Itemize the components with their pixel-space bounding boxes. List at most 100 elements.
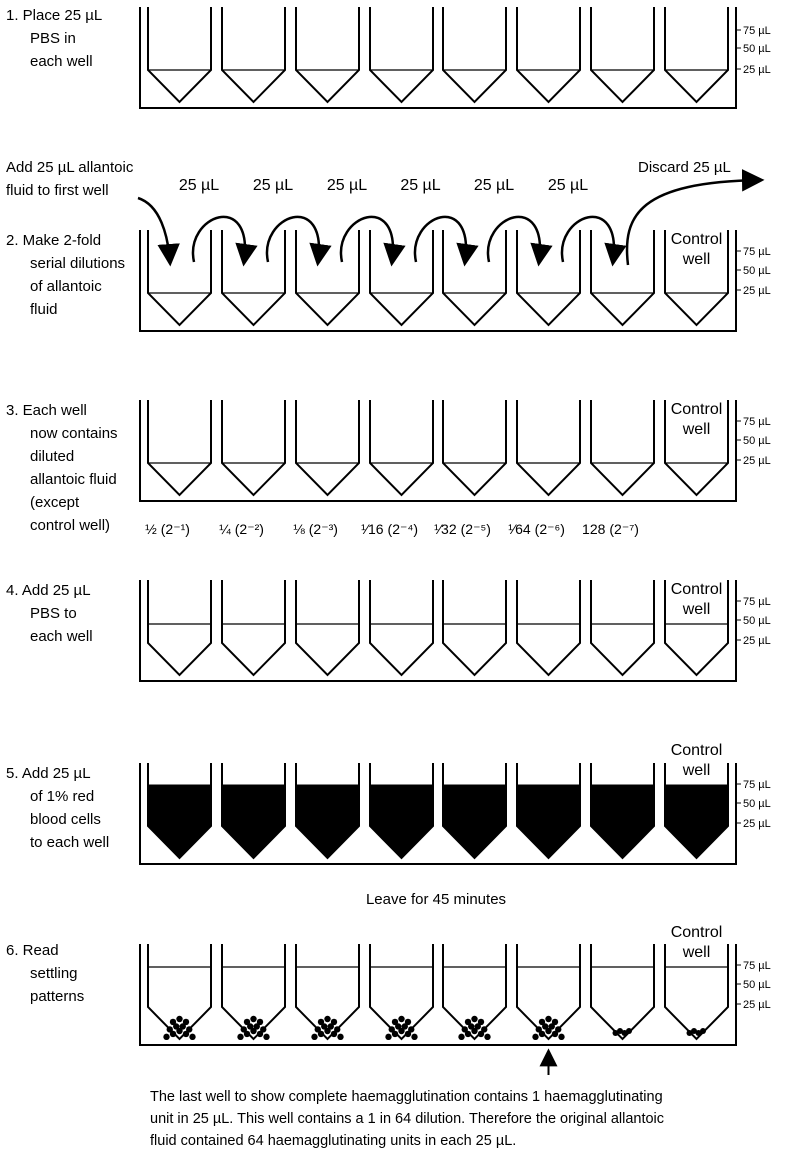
rbc-cluster bbox=[250, 1015, 257, 1023]
dilution-fraction: ¹⁄32 bbox=[434, 521, 457, 537]
dilution-exponent: (2⁻³) bbox=[309, 521, 338, 537]
dilution-fraction: ¼ bbox=[219, 521, 231, 537]
well bbox=[664, 7, 729, 104]
discard-label: Discard 25 µL bbox=[638, 159, 731, 176]
rbc-cluster bbox=[477, 1030, 485, 1038]
step-1-text: PBS in bbox=[30, 30, 76, 47]
step-2-text: fluid bbox=[30, 301, 58, 318]
scale-label: 50 µL bbox=[743, 265, 771, 277]
step-3-text: now contains bbox=[30, 425, 118, 442]
plate-tray bbox=[139, 944, 737, 1046]
dilution-exponent: (2⁻¹) bbox=[161, 521, 190, 537]
rbc-fill bbox=[590, 784, 655, 859]
plate-panel-5 bbox=[139, 763, 741, 865]
rbc-fill bbox=[442, 784, 507, 859]
rbc-cluster bbox=[250, 1027, 257, 1035]
step-5-text: blood cells bbox=[30, 811, 101, 828]
scale-label: 50 µL bbox=[743, 615, 771, 627]
rbc-cluster bbox=[179, 1023, 186, 1030]
well bbox=[221, 230, 286, 327]
rbc-cluster bbox=[481, 1026, 488, 1033]
rbc-cluster bbox=[388, 1026, 395, 1033]
plate-panel-2 bbox=[139, 230, 741, 332]
rbc-cluster bbox=[311, 1033, 318, 1041]
well bbox=[664, 230, 729, 327]
caption-line: unit in 25 µL. This well contains a 1 in… bbox=[150, 1111, 664, 1127]
wait-note: Leave for 45 minutes bbox=[366, 891, 506, 908]
well bbox=[590, 944, 655, 1041]
control-label: Control bbox=[671, 924, 723, 941]
dilution-label: ⅛(2⁻³) bbox=[293, 521, 338, 537]
rbc-cluster bbox=[324, 1015, 331, 1023]
rbc-cluster bbox=[186, 1026, 193, 1033]
add-note: Add 25 µL allantoic bbox=[6, 159, 134, 176]
add-arrow bbox=[137, 196, 180, 267]
rbc-cluster bbox=[411, 1033, 418, 1041]
scale-label: 50 µL bbox=[743, 43, 771, 55]
plate-panel-1 bbox=[139, 7, 741, 109]
step-2-text: 2. Make 2-fold bbox=[6, 232, 101, 249]
rbc-button bbox=[626, 1028, 632, 1034]
rbc-cluster bbox=[324, 1027, 331, 1035]
transfer-label: 25 µL bbox=[179, 177, 219, 194]
well bbox=[442, 944, 507, 1041]
dilution-exponent: (2⁻⁴) bbox=[388, 521, 419, 537]
dilution-fraction: ⅛ bbox=[293, 521, 305, 537]
rbc-cluster bbox=[182, 1030, 190, 1038]
scale-label: 25 µL bbox=[743, 455, 771, 467]
rbc-cluster bbox=[163, 1033, 170, 1041]
step-3-text: diluted bbox=[30, 448, 74, 465]
transfer-arrow bbox=[191, 215, 258, 267]
dilution-fraction: 128 bbox=[582, 521, 606, 537]
control-label: well bbox=[682, 944, 711, 961]
well bbox=[147, 763, 212, 860]
step-6-text: settling bbox=[30, 965, 78, 982]
well bbox=[147, 230, 212, 327]
rbc-button bbox=[686, 1030, 693, 1036]
control-label: well bbox=[682, 421, 711, 438]
rbc-cluster bbox=[330, 1030, 338, 1038]
step-3-text: (except bbox=[30, 494, 80, 511]
rbc-cluster bbox=[535, 1026, 542, 1033]
well bbox=[295, 230, 360, 327]
rbc-cluster bbox=[317, 1030, 325, 1038]
rbc-cluster bbox=[464, 1018, 472, 1026]
rbc-cluster bbox=[398, 1027, 405, 1035]
scale-label: 50 µL bbox=[743, 979, 771, 991]
rbc-cluster bbox=[391, 1030, 399, 1038]
well bbox=[590, 763, 655, 860]
well bbox=[590, 230, 655, 327]
transfer-arrow bbox=[486, 215, 553, 267]
well bbox=[221, 580, 286, 677]
rbc-cluster bbox=[169, 1018, 177, 1026]
rbc-cluster bbox=[237, 1033, 244, 1041]
well bbox=[369, 580, 434, 677]
rbc-cluster bbox=[558, 1033, 565, 1041]
rbc-cluster bbox=[545, 1015, 552, 1023]
scale-label: 75 µL bbox=[743, 960, 771, 972]
rbc-fill bbox=[147, 784, 212, 859]
well bbox=[590, 7, 655, 104]
rbc-cluster bbox=[256, 1030, 264, 1038]
well bbox=[295, 944, 360, 1041]
rbc-cluster bbox=[477, 1018, 485, 1026]
rbc-cluster bbox=[385, 1033, 392, 1041]
well bbox=[221, 944, 286, 1041]
rbc-button bbox=[621, 1030, 628, 1036]
plate-panel-6 bbox=[139, 944, 741, 1046]
rbc-cluster bbox=[548, 1023, 555, 1030]
add-note: fluid to first well bbox=[6, 182, 109, 199]
well bbox=[295, 580, 360, 677]
rbc-cluster bbox=[327, 1023, 334, 1030]
dilution-label: ¹⁄64(2⁻⁶) bbox=[508, 521, 565, 537]
rbc-fill bbox=[369, 784, 434, 859]
rbc-cluster bbox=[484, 1033, 491, 1041]
step-3-text: allantoic fluid bbox=[30, 471, 117, 488]
rbc-button bbox=[700, 1028, 706, 1034]
scale-label: 25 µL bbox=[743, 818, 771, 830]
control-label: well bbox=[682, 251, 711, 268]
scale-label: 50 µL bbox=[743, 435, 771, 447]
rbc-cluster bbox=[337, 1033, 344, 1041]
rbc-cluster bbox=[243, 1018, 251, 1026]
control-label: Control bbox=[671, 231, 723, 248]
